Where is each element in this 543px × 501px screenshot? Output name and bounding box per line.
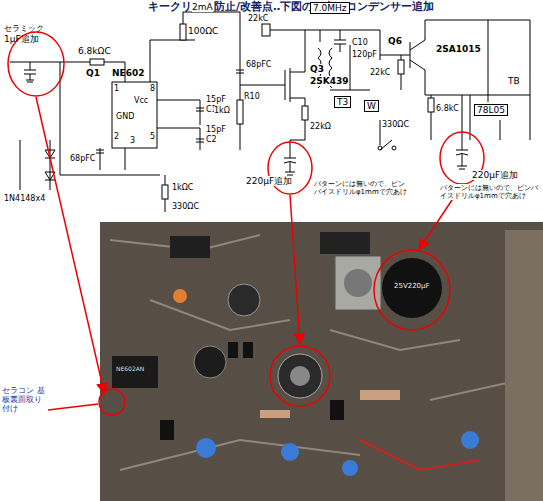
chip-marking: NE602AN <box>116 366 144 373</box>
part-value: 330ΩC <box>172 202 199 211</box>
terminal-name: TB <box>508 76 520 86</box>
part-name: T3 <box>334 96 351 108</box>
part-value: 6.8kC <box>436 104 459 113</box>
regulator-name: 78L05 <box>474 104 508 116</box>
part-value: 15pF <box>206 95 226 104</box>
pin-name: GND <box>116 112 134 121</box>
pin-number: 2 <box>114 132 119 141</box>
pin-name: Vcc <box>134 96 148 105</box>
part-value: 22kC <box>370 68 390 77</box>
part-name: 2SA1015 <box>436 44 481 54</box>
part-value: 68pFC <box>246 60 271 69</box>
mount-note: セラコン 基板裏面取り付け <box>2 386 48 414</box>
part-value: 1kΩ <box>214 106 230 115</box>
pin-number: 8 <box>150 84 155 93</box>
cap-marking: 25V220μF <box>394 282 430 290</box>
drill-note: パターンには無いので、ピンバイスドリルφ1mmで穴あけ <box>314 180 410 196</box>
part-name: Q3 <box>310 64 324 74</box>
part-name: R10 <box>244 92 260 101</box>
part-name: 2SK439 <box>310 76 349 86</box>
part-value: 1N4148x4 <box>4 194 45 203</box>
part-value: 120pF <box>352 50 377 59</box>
part-value: 68pFC <box>70 154 95 163</box>
added-part-note: 220μF追加 <box>472 170 518 180</box>
part-value: 15pF <box>206 125 226 134</box>
part-name: Q1 <box>86 68 100 78</box>
pin-number: 3 <box>130 136 135 145</box>
part-value: 22kΩ <box>310 122 331 131</box>
callout-circles <box>8 32 484 415</box>
part-value: 330ΩC <box>382 120 409 129</box>
part-name: C2 <box>206 135 217 144</box>
part-name: C10 <box>352 38 368 47</box>
part-name: NE602 <box>112 68 144 78</box>
part-value: 22kC <box>248 14 268 23</box>
drill-note: パターンには無いので、ピンバイスドリルφ1mmで穴あけ <box>440 184 538 200</box>
board-photo <box>100 222 543 501</box>
part-name: Q6 <box>388 36 402 46</box>
part-value: 1kΩC <box>172 183 193 192</box>
terminal-name: W <box>364 100 379 112</box>
title: キークリック防止/改善点‥下図の３点のコンデンサー追加 <box>148 1 434 14</box>
crystal-frequency: 7.0MHz <box>310 2 350 14</box>
wires <box>10 12 530 212</box>
part-value: 6.8kΩC <box>78 46 111 56</box>
part-note: セラミック <box>4 24 44 33</box>
pin-number: 1 <box>114 84 119 93</box>
added-part-note: 220μF追加 <box>246 176 292 186</box>
pin-number: 5 <box>150 132 155 141</box>
part-value: 100ΩC <box>188 26 218 36</box>
current-label: 2mA <box>192 2 213 12</box>
part-note: 1μF追加 <box>4 34 39 44</box>
